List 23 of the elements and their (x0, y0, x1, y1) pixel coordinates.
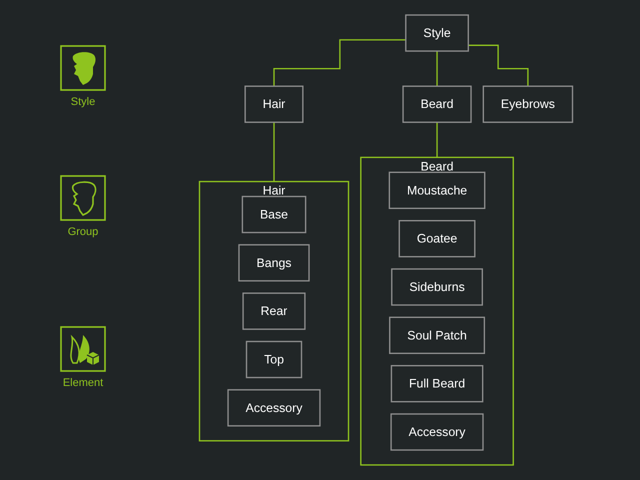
node-box: Top (246, 340, 302, 378)
node-box: Full Beard (390, 365, 484, 402)
legend-label: Style (70, 96, 96, 108)
node-box: Bangs (238, 244, 310, 282)
node-box: Goatee (398, 220, 476, 258)
node-box: Beard (402, 86, 472, 123)
legend-label: Element (62, 377, 104, 389)
connector (436, 122, 438, 158)
node-box: Rear (242, 292, 306, 330)
node-box: Soul Patch (389, 316, 486, 354)
connector (468, 44, 529, 87)
node-box: Sideburns (391, 268, 483, 306)
legend-label: Group (68, 226, 98, 238)
node-box: Style (405, 14, 469, 52)
node-box: Base (242, 196, 306, 234)
connector (273, 122, 275, 182)
node-box: Accessory (227, 389, 321, 427)
node-box: Eyebrows (482, 86, 574, 123)
node-box: Accessory (390, 413, 484, 451)
connector (436, 50, 438, 87)
node-box: Moustache (388, 172, 486, 210)
connector (273, 39, 406, 87)
node-box: Hair (244, 86, 304, 123)
